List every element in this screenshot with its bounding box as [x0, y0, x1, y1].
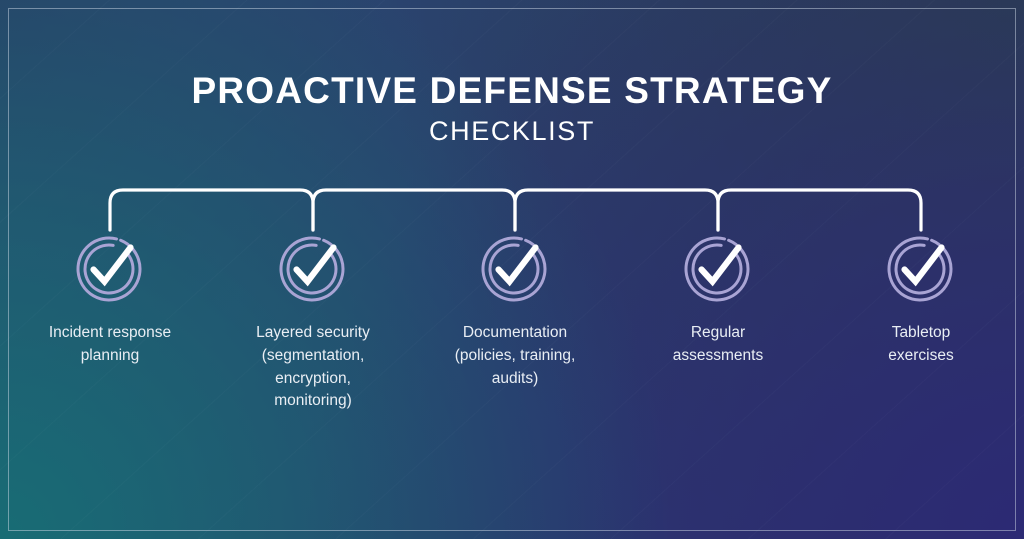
check-circle-icon [481, 236, 547, 302]
check-circle-icon [684, 236, 750, 302]
checklist-step-tabletop-exercises: Tabletop exercises [820, 228, 1022, 368]
connector-bracket [108, 188, 315, 232]
check-circle-icon [279, 236, 345, 302]
connector-bracket [311, 188, 517, 232]
title-block: PROACTIVE DEFENSE STRATEGY CHECKLIST [0, 70, 1024, 147]
page-title: PROACTIVE DEFENSE STRATEGY [191, 70, 833, 111]
checklist-steps: Incident response planning Layered securi… [0, 228, 1024, 438]
connector-bracket [513, 188, 720, 232]
step-label: Tabletop exercises [888, 324, 954, 364]
step-label: Documentation (policies, training, audit… [454, 324, 576, 387]
step-label: Layered security (segmentation, encrypti… [256, 324, 370, 410]
checklist-step-incident-response-planning: Incident response planning [9, 228, 211, 368]
check-circle-icon [76, 236, 142, 302]
step-label: Incident response planning [48, 324, 172, 364]
page-subtitle: CHECKLIST [429, 116, 595, 147]
checklist-step-regular-assessments: Regular assessments [617, 228, 819, 368]
checklist-step-documentation: Documentation (policies, training, audit… [414, 228, 616, 390]
step-label: Regular assessments [672, 324, 764, 364]
check-circle-icon [887, 236, 953, 302]
checklist-step-layered-security: Layered security (segmentation, encrypti… [212, 228, 414, 413]
connector-bracket [716, 188, 923, 232]
